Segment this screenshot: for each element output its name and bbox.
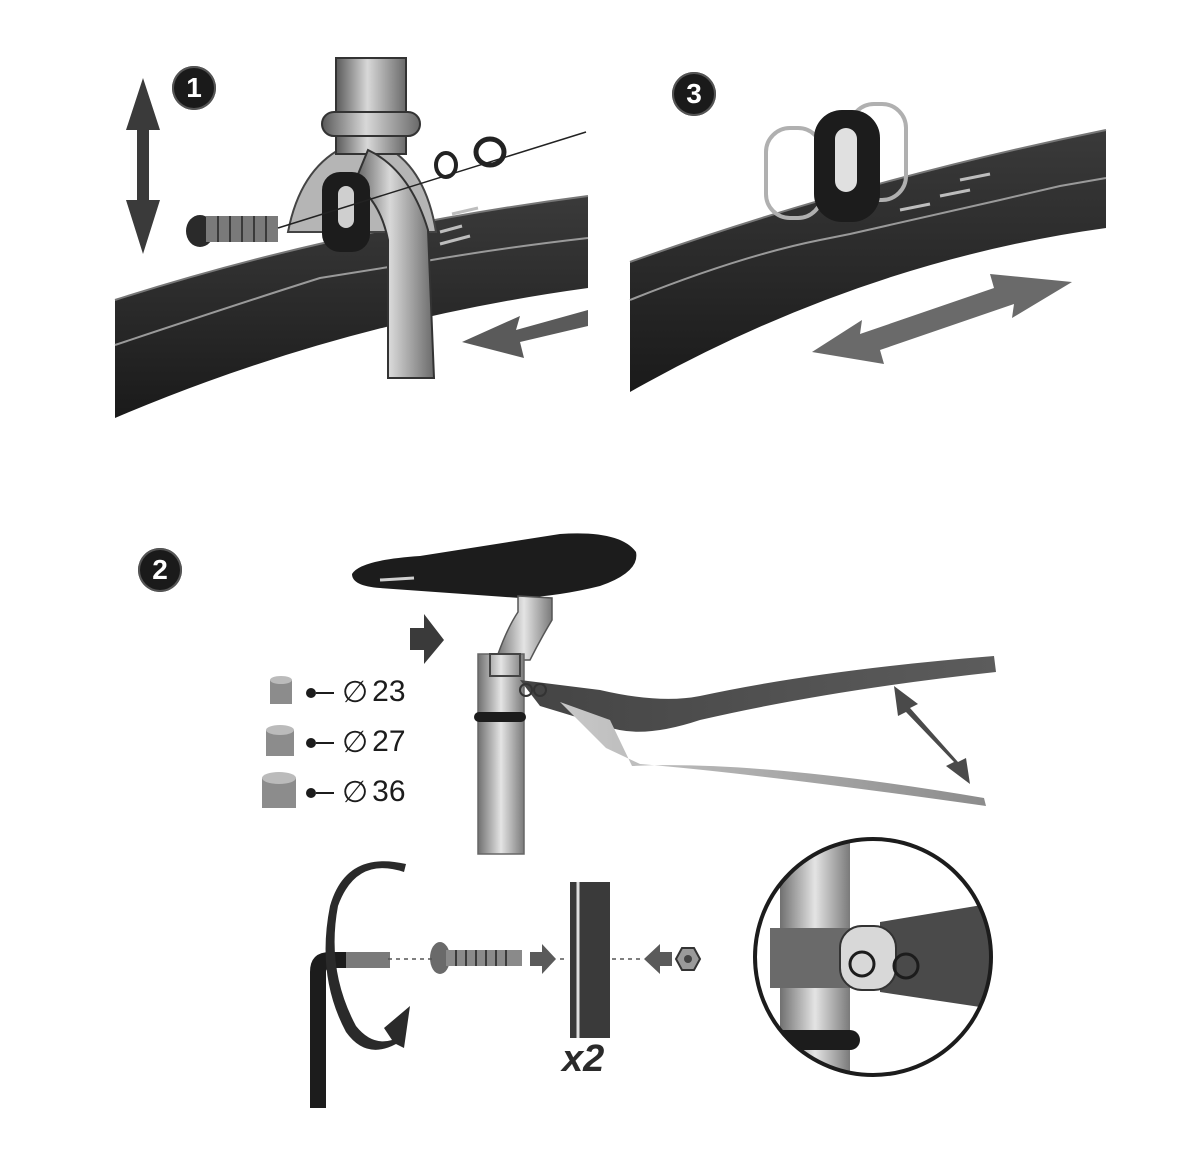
mount-plate [570,882,610,1038]
bolt-icon [430,942,522,974]
hex-nut-icon [674,947,702,971]
rear-fender-up [520,656,996,732]
diameter-symbol: ∅ [342,775,369,809]
spacer-27-icon [266,725,334,756]
vertical-adjust-arrow [126,78,160,254]
spacer-36-icon [262,772,334,808]
angle-adjust-arrow [894,686,970,784]
panel-step-3 [629,102,1107,392]
rotate-arrow-icon [325,861,410,1050]
spacer-size-value: 23 [372,675,406,708]
front-fender-3 [630,130,1106,392]
spacer-size-value: 36 [372,775,406,808]
steerer-tube [335,57,407,155]
slide-left-arrow [462,310,588,358]
spacer-size-value: 27 [372,725,406,758]
panel-step-2 [262,533,996,1108]
seat-post [477,653,525,855]
diameter-symbol: ∅ [342,725,369,759]
quantity-label: x2 [562,1038,605,1080]
step-badge-2: 2 [138,548,182,592]
step-badge-3: 3 [672,72,716,116]
panel-step-1 [114,57,589,418]
front-fender [115,196,588,418]
spacer-size-27: ∅ 27 [262,722,406,762]
spacer-size-36: ∅ 36 [262,772,406,812]
saddle [352,533,637,598]
step-badge-1: 1 [172,66,216,110]
rear-fender-down [560,702,986,806]
magnified-detail [753,837,993,1077]
spacer-23-icon [270,676,334,704]
diameter-symbol: ∅ [342,675,369,709]
bolt-insert-arrow [530,944,556,974]
spacer-icons [262,676,334,808]
mounting-screw [186,215,278,247]
nut-insert-arrow [644,944,672,974]
washer-icon [434,151,458,179]
slide-both-arrow [812,274,1072,364]
nut-icon [473,136,507,168]
push-arrow [410,614,444,664]
spacer-size-23: ∅ 23 [262,672,406,712]
